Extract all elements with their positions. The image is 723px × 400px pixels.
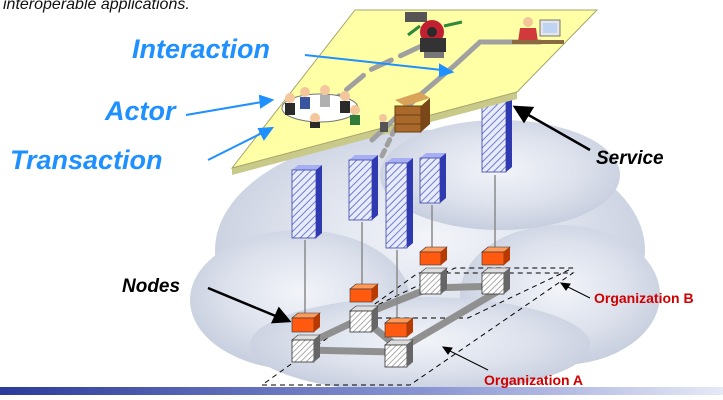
organization-arrows <box>441 282 591 371</box>
node <box>481 246 511 295</box>
label-actor: Actor <box>105 96 176 126</box>
node <box>384 317 414 368</box>
office-worker-icon <box>512 17 564 44</box>
service-pillar <box>419 153 446 204</box>
node <box>349 283 379 333</box>
nodes <box>291 246 511 368</box>
label-arrows <box>185 54 455 161</box>
black-arrows <box>207 105 591 324</box>
meeting-group-icon <box>281 85 360 128</box>
node <box>419 246 448 295</box>
service-pillar <box>385 158 413 249</box>
service-pillar <box>291 165 322 239</box>
pillar-connectors <box>304 175 496 322</box>
label-interaction: Interaction <box>132 34 271 64</box>
service-pillars <box>291 95 512 249</box>
label-organization-b: Organization B <box>594 290 694 306</box>
label-nodes: Nodes <box>122 276 181 297</box>
node <box>291 312 321 363</box>
label-transaction: Transaction <box>10 145 163 175</box>
label-organization-a: Organization A <box>484 372 584 388</box>
organization-a-plane <box>260 272 575 386</box>
robot-machine-icon <box>405 12 463 58</box>
label-service: Service <box>596 148 664 169</box>
service-pillar <box>348 155 378 221</box>
footer-bar <box>0 387 723 395</box>
caption-text: interoperable applications. <box>3 0 190 13</box>
service-pillar <box>481 95 512 173</box>
cabinet-icon <box>379 92 430 133</box>
